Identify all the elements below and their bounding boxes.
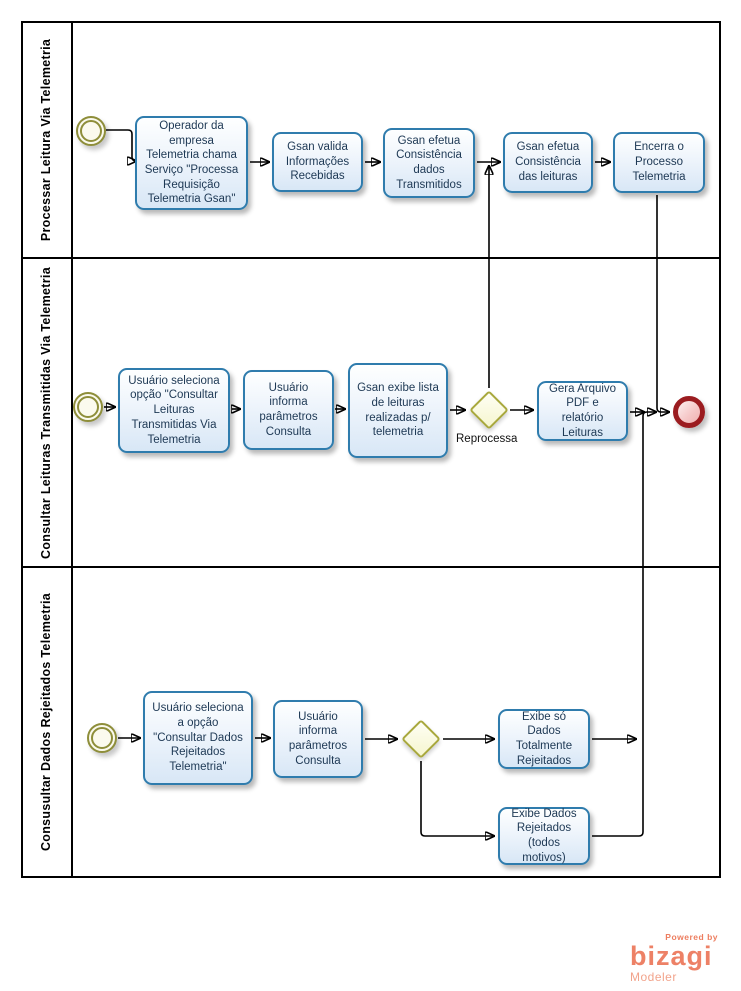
pool-border (21, 21, 721, 878)
lane-label-dados-rejeitados: Consusultar Dados Rejeitados Telemetria (39, 592, 53, 852)
bizagi-brand-text: bizagi (630, 941, 713, 971)
start-event-inner-ring (80, 120, 102, 142)
task-gsan-valida-informacoes: Gsan valida Informações Recebidas (272, 132, 363, 192)
lane-divider-2 (21, 566, 721, 568)
task-gera-arquivo-pdf: Gera Arquivo PDF e relatório Leituras (537, 381, 628, 441)
task-gsan-exibe-lista: Gsan exibe lista de leituras realizadas … (348, 363, 448, 458)
modeler-text: Modeler (630, 970, 677, 984)
start-event-processar (76, 116, 106, 146)
start-event-inner-ring (77, 396, 99, 418)
task-gsan-consistencia-dados: Gsan efetua Consistência dados Transmiti… (383, 128, 475, 198)
lane-divider-1 (21, 257, 721, 259)
start-event-dados-rejeitados (87, 723, 117, 753)
lane-label-consultar-leituras: Consultar Leituras Transmitidas Via Tele… (39, 266, 53, 559)
end-event-telemetria (673, 396, 705, 428)
task-gsan-consistencia-leituras: Gsan efetua Consistência das leituras (503, 132, 593, 193)
start-event-consultar-leituras (73, 392, 103, 422)
gateway-reprocessa-label: Reprocessa (456, 433, 518, 445)
task-encerra-processo: Encerra o Processo Telemetria (613, 132, 705, 193)
lane-header-consultar-leituras: Consultar Leituras Transmitidas Via Tele… (23, 259, 69, 566)
task-exibe-dados-rejeitados-todos-motivos: Exibe Dados Rejeitados (todos motivos) (498, 807, 590, 865)
bizagi-logo: Powered by bizagi Modeler (630, 932, 718, 984)
lane-header-dados-rejeitados: Consusultar Dados Rejeitados Telemetria (23, 568, 69, 876)
task-usuario-informa-parametros-2: Usuário informa parâmetros Consulta (273, 700, 363, 778)
lane-header-processar: Processar Leitura Via Telemetria (23, 23, 69, 257)
lane-label-divider (71, 21, 73, 878)
start-event-inner-ring (91, 727, 113, 749)
lane-label-processar: Processar Leitura Via Telemetria (39, 38, 54, 242)
task-usuario-seleciona-dados-rejeitados: Usuário seleciona a opção "Consultar Dad… (143, 691, 253, 785)
task-exibe-so-dados-totalmente-rejeitados: Exibe só Dados Totalmente Rejeitados (498, 709, 590, 769)
task-operador-chama-servico: Operador da empresa Telemetria chama Ser… (135, 116, 248, 210)
powered-by-text: Powered by (665, 932, 718, 942)
task-usuario-informa-parametros-1: Usuário informa parâmetros Consulta (243, 370, 334, 450)
task-usuario-seleciona-consultar-leituras: Usuário seleciona opção "Consultar Leitu… (118, 368, 230, 453)
